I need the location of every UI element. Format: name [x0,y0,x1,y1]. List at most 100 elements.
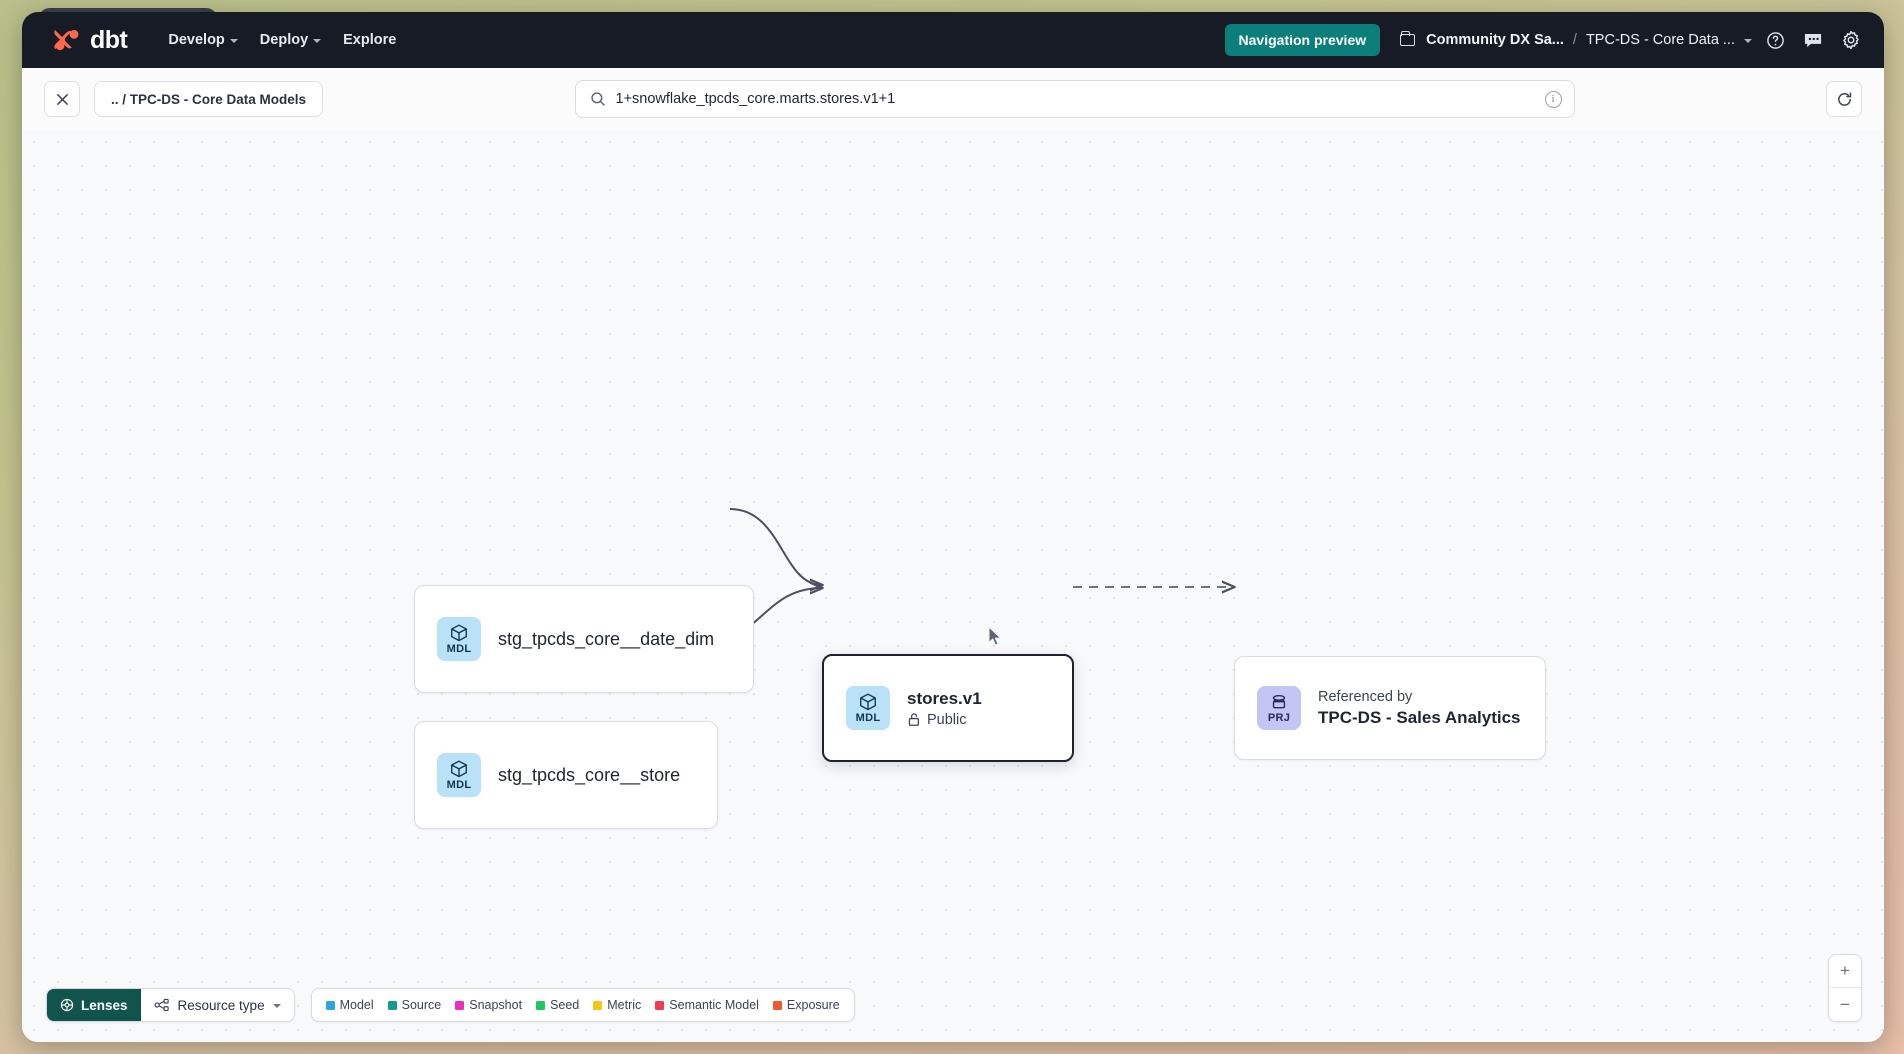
chevron-down-icon[interactable] [1744,39,1752,43]
node-badge-project: PRJ [1257,686,1301,730]
navigation-preview-button[interactable]: Navigation preview [1224,24,1381,56]
info-icon[interactable]: i [1544,90,1562,108]
refresh-icon [1837,91,1851,106]
cube-icon [451,624,467,642]
nav-item-deploy-label: Deploy [259,32,309,48]
lineage-node-stg-tpcds-core-store[interactable]: MDL stg_tpcds_core__store [414,721,718,829]
node-badge-code: MDL [855,712,881,724]
lineage-search-box[interactable]: i [574,80,1575,118]
refresh-button[interactable] [1826,81,1862,117]
settings-button[interactable] [1836,25,1866,55]
node-badge-code: PRJ [1267,712,1291,724]
search-icon [590,92,605,106]
node-title: stores.v1 [907,688,982,708]
search-input[interactable] [615,91,1535,107]
breadcrumb: Community DX Sa... / TPC-DS - Core Data … [1400,30,1752,48]
legend-label: Snapshot [469,998,523,1012]
nodes-icon [154,998,169,1011]
lineage-node-stores-v1[interactable]: MDL stores.v1 Public [822,654,1074,762]
legend-item[interactable]: Seed [536,998,579,1012]
legend-label: Semantic Model [669,998,759,1012]
legend-item[interactable]: Model [325,998,374,1012]
unlocked-padlock-icon [908,713,920,726]
nav-item-deploy[interactable]: Deploy [249,25,332,55]
breadcrumb-project[interactable]: TPC-DS - Core Data ... [1585,32,1735,48]
node-badge-model: MDL [846,686,890,730]
lenses-label: Lenses [81,997,128,1013]
lineage-node-stg-tpcds-core-date-dim[interactable]: MDL stg_tpcds_core__date_dim [414,585,754,693]
legend-swatch [387,1000,397,1010]
app-window: dbt Develop Deploy Explore Navigation pr… [22,12,1884,1042]
lens-icon [60,998,74,1012]
resource-type-filter-button[interactable]: Resource type [140,989,294,1021]
legend-swatch [772,1000,782,1010]
help-button[interactable] [1760,25,1790,55]
legend-label: Exposure [786,998,840,1012]
legend-label: Seed [550,998,580,1012]
zoom-out-button[interactable]: − [1840,994,1850,1014]
resource-type-label: Resource type [177,997,265,1013]
zoom-in-button[interactable]: + [1829,955,1861,988]
lineage-canvas[interactable]: MDL stg_tpcds_core__date_dim MDL stg_tpc… [22,130,1884,1042]
stack-icon [1272,694,1286,709]
legend-item[interactable]: Source [387,998,442,1012]
breadcrumb-separator: / [1572,32,1577,48]
breadcrumb-account[interactable]: Community DX Sa... [1426,32,1564,48]
node-body: stg_tpcds_core__store [498,765,680,786]
node-badge-model: MDL [437,753,481,797]
close-lineage-button[interactable] [44,81,80,117]
node-badge-code: MDL [446,779,472,791]
gear-icon [1843,30,1859,50]
search-container: i [337,80,1812,118]
node-body: stg_tpcds_core__date_dim [498,629,714,650]
node-badge-code: MDL [446,643,472,655]
legend-item[interactable]: Snapshot [455,998,522,1012]
edge-date-dim-to-stores [729,508,822,585]
feedback-button[interactable] [1798,25,1828,55]
legend-item[interactable]: Metric [593,998,641,1012]
chevron-down-icon [272,1004,281,1008]
dbt-logo[interactable]: dbt [40,25,128,54]
chat-bubble-icon [1804,33,1822,47]
lineage-bottom-bar: Lenses Resource type Model Source Snapshot… [46,988,855,1022]
legend-item[interactable]: Semantic Model [655,998,759,1012]
chevron-down-icon [229,39,238,43]
mouse-cursor [988,625,1003,653]
dbt-wordmark: dbt [90,25,128,54]
resource-type-legend: Model Source Snapshot Seed Metric Semantic Mo… [310,988,855,1022]
cursor-arrow-icon [988,625,1002,646]
legend-label: Metric [607,998,642,1012]
lineage-toolbar: .. / TPC-DS - Core Data Models i [22,68,1884,130]
node-badge-model: MDL [437,617,481,661]
nav-item-explore[interactable]: Explore [332,25,407,55]
dbt-logo-icon [52,26,82,54]
node-referenced-by-label: Referenced by [1318,688,1413,705]
zoom-controls: + − [1828,954,1862,1022]
lineage-node-referenced-by-project[interactable]: PRJ Referenced by TPC-DS - Sales Analyti… [1234,656,1546,760]
legend-swatch [455,1000,465,1010]
nav-item-develop-label: Develop [168,32,225,48]
chevron-down-icon [313,39,322,43]
lens-control-group: Lenses Resource type [46,988,295,1022]
node-access: Public [907,712,982,728]
legend-swatch [536,1000,546,1010]
cube-icon [860,693,876,711]
lenses-button[interactable]: Lenses [47,989,141,1021]
nav-item-explore-label: Explore [343,32,397,48]
legend-swatch [325,1000,335,1010]
legend-label: Model [339,998,374,1012]
node-body: Referenced by TPC-DS - Sales Analytics [1318,689,1521,728]
node-project-name: TPC-DS - Sales Analytics [1318,707,1521,727]
close-icon [56,93,68,105]
question-mark-circle-icon [1766,31,1784,49]
node-title: stg_tpcds_core__date_dim [498,628,715,649]
node-access-label: Public [927,711,967,728]
top-navigation-bar: dbt Develop Deploy Explore Navigation pr… [22,12,1884,68]
lineage-edges [693,508,1884,646]
legend-swatch [593,1000,603,1010]
nav-item-develop[interactable]: Develop [157,25,248,55]
project-breadcrumb-button[interactable]: .. / TPC-DS - Core Data Models [94,81,324,117]
legend-label: Source [401,998,442,1012]
cube-icon [451,760,467,778]
legend-item[interactable]: Exposure [772,998,840,1012]
